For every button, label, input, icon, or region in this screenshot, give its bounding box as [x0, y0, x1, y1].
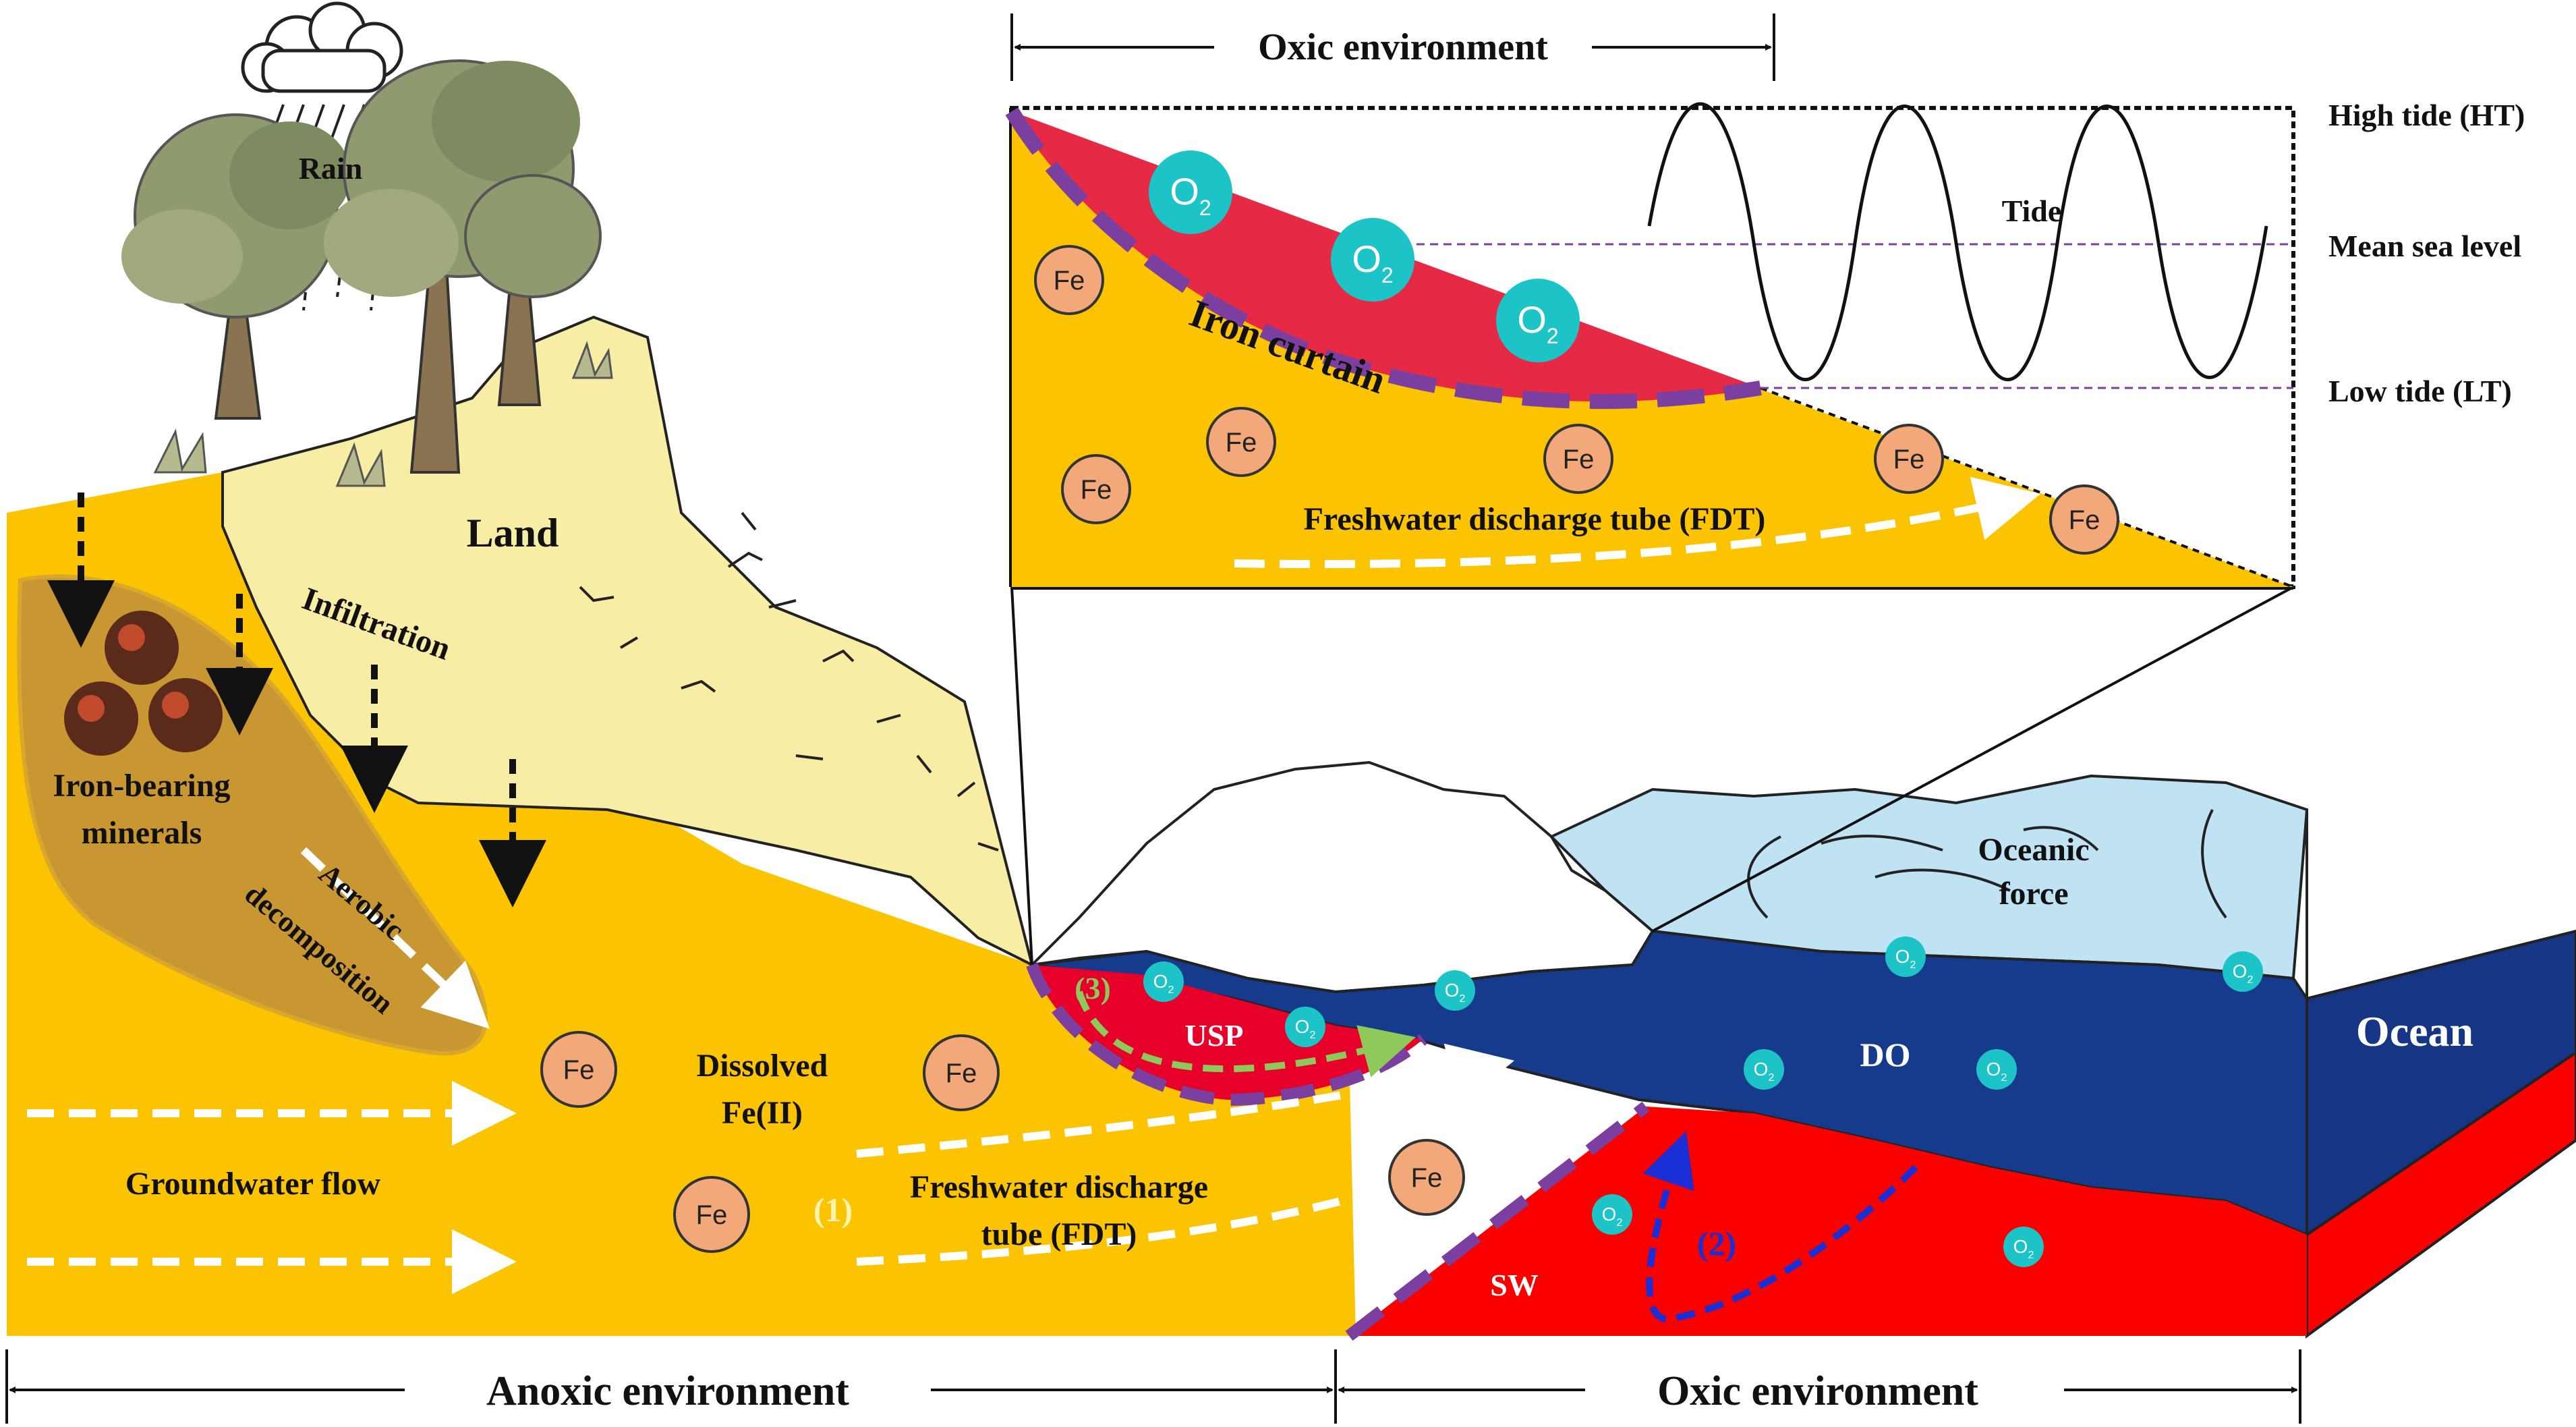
oxic-top-label: Oxic environment: [1258, 26, 1548, 68]
usp-boundary-dashed: [1026, 963, 1427, 1107]
fe-marker: Fe: [1874, 424, 1944, 494]
dimension-bottom: [5, 1349, 2301, 1424]
fe-marker: Fe: [673, 1176, 750, 1253]
svg-text:O2: O2: [1517, 298, 1558, 348]
mineral-rocks: [64, 611, 223, 756]
svg-text:Fe: Fe: [563, 1055, 595, 1085]
dissolved-label-2: Fe(II): [722, 1095, 803, 1131]
svg-text:O2: O2: [1754, 1059, 1775, 1084]
svg-text:Fe: Fe: [946, 1059, 977, 1088]
mean-sea-level-label: Mean sea level: [2328, 229, 2521, 263]
svg-text:Fe: Fe: [2069, 505, 2100, 535]
dimension-oxic-top: [1010, 13, 1775, 81]
fe-marker: Fe: [540, 1031, 617, 1108]
o2-marker: O2: [1744, 1049, 1784, 1090]
o2-marker: O2: [2223, 951, 2263, 992]
rain-label: Rain: [299, 151, 363, 186]
usp-zone: [1032, 965, 1423, 1100]
o2-marker: O2: [1976, 1049, 2017, 1090]
svg-text:O2: O2: [1602, 1204, 1623, 1229]
svg-text:Fe: Fe: [1893, 445, 1925, 474]
o2-marker: O2: [1592, 1194, 1632, 1235]
inset-fdt-label: Freshwater discharge tube (FDT): [1304, 501, 1766, 537]
fe-marker: Fe: [1388, 1139, 1465, 1216]
o2-marker: O2: [1285, 1007, 1325, 1047]
svg-text:Fe: Fe: [1081, 475, 1112, 505]
o2-marker: O2: [2003, 1227, 2044, 1267]
groundwater-arrows: [27, 847, 1573, 1294]
inset-iron-curtain-dashed: [1005, 107, 1762, 410]
fe-marker: Fe: [1543, 424, 1613, 494]
svg-text:Fe: Fe: [696, 1200, 728, 1230]
o2-markers: O2 O2 O2 O2 O2 O2 O2 O2 O2 O2 O2 O2: [1143, 150, 2263, 1267]
oxic-bottom-label: Oxic environment: [1657, 1368, 1978, 1414]
fdt-arrow-1: [856, 1043, 1515, 1158]
marker-1-label: (1): [813, 1191, 853, 1229]
svg-text:O2: O2: [1352, 237, 1393, 287]
svg-text:Fe: Fe: [1563, 445, 1595, 474]
o2-marker-large: O2: [1149, 150, 1232, 234]
oceanic-force-label-2: force: [1999, 876, 2068, 912]
zoom-line-left: [1010, 586, 1033, 966]
ocean-wave-lines: [1747, 809, 2227, 919]
seawater-wedge: [1349, 1107, 2307, 1336]
svg-text:O2: O2: [1153, 971, 1174, 996]
rain-cloud-icon: [241, 1, 403, 93]
svg-text:O2: O2: [1445, 980, 1466, 1005]
o2-marker: O2: [1435, 970, 1475, 1011]
o2-marker: O2: [1143, 961, 1184, 1002]
ocean-label: Ocean: [2356, 1007, 2473, 1055]
anoxic-bottom-label: Anoxic environment: [486, 1368, 849, 1414]
dissolved-label-1: Dissolved: [697, 1048, 828, 1084]
svg-text:Fe: Fe: [1054, 266, 1085, 296]
inset-fdt-arrow: [1234, 476, 2041, 569]
svg-text:Fe: Fe: [1411, 1163, 1443, 1193]
fe-marker: Fe: [1206, 407, 1276, 477]
high-tide-label: High tide (HT): [2328, 98, 2525, 132]
marker-2-label: (2): [1697, 1225, 1736, 1262]
svg-text:O2: O2: [1170, 170, 1211, 220]
low-tide-label: Low tide (LT): [2328, 374, 2512, 408]
fdt-main-label-1: Freshwater discharge: [910, 1169, 1208, 1205]
fe-markers: Fe Fe Fe Fe Fe Fe Fe Fe Fe Fe: [540, 245, 2119, 1253]
tree-icon-right: [324, 59, 602, 474]
do-label: DO: [1860, 1036, 1911, 1073]
fdt-main-label-2: tube (FDT): [981, 1216, 1137, 1252]
infiltration-arrows: [47, 493, 546, 907]
usp-label: USP: [1185, 1018, 1244, 1053]
land-label: Land: [467, 511, 559, 555]
sw-boundary-dashed: [1345, 1101, 1650, 1341]
marker-3-label: (3): [1075, 971, 1111, 1005]
o2-marker-large: O2: [1331, 218, 1414, 302]
o2-marker-large: O2: [1496, 279, 1580, 362]
o2-marker: O2: [1885, 936, 1926, 977]
groundwater-flow-label: Groundwater flow: [125, 1166, 381, 1202]
svg-text:O2: O2: [2233, 961, 2254, 986]
tide-label: Tide: [2002, 194, 2062, 228]
fe-marker: Fe: [2049, 484, 2119, 555]
land-cracks: [579, 511, 999, 851]
svg-text:O2: O2: [2013, 1236, 2034, 1261]
oceanic-force-label-1: Oceanic: [1978, 832, 2089, 868]
svg-text:Fe: Fe: [1226, 428, 1257, 457]
fdt-arrow-2: [856, 1108, 1573, 1266]
fe-marker: Fe: [1034, 245, 1104, 315]
mineral-zone: [17, 574, 488, 1056]
usp-recirculation-arrow: [1076, 990, 1416, 1078]
fe-marker: Fe: [923, 1034, 1000, 1111]
svg-text:O2: O2: [1986, 1059, 2007, 1084]
iron-minerals-label-1: Iron-bearing: [53, 768, 230, 804]
zoom-line-right: [1652, 586, 2294, 932]
fe-marker: Fe: [1061, 454, 1131, 524]
sw-label: SW: [1490, 1268, 1539, 1302]
svg-text:O2: O2: [1895, 946, 1916, 971]
seawater-circulation-arrow: [1642, 1131, 1918, 1323]
tree-icon-left: [121, 113, 351, 420]
svg-text:O2: O2: [1295, 1016, 1316, 1041]
grass-tufts: [153, 341, 613, 487]
iron-minerals-label-2: minerals: [82, 815, 202, 851]
tide-wave: [1647, 102, 2268, 381]
